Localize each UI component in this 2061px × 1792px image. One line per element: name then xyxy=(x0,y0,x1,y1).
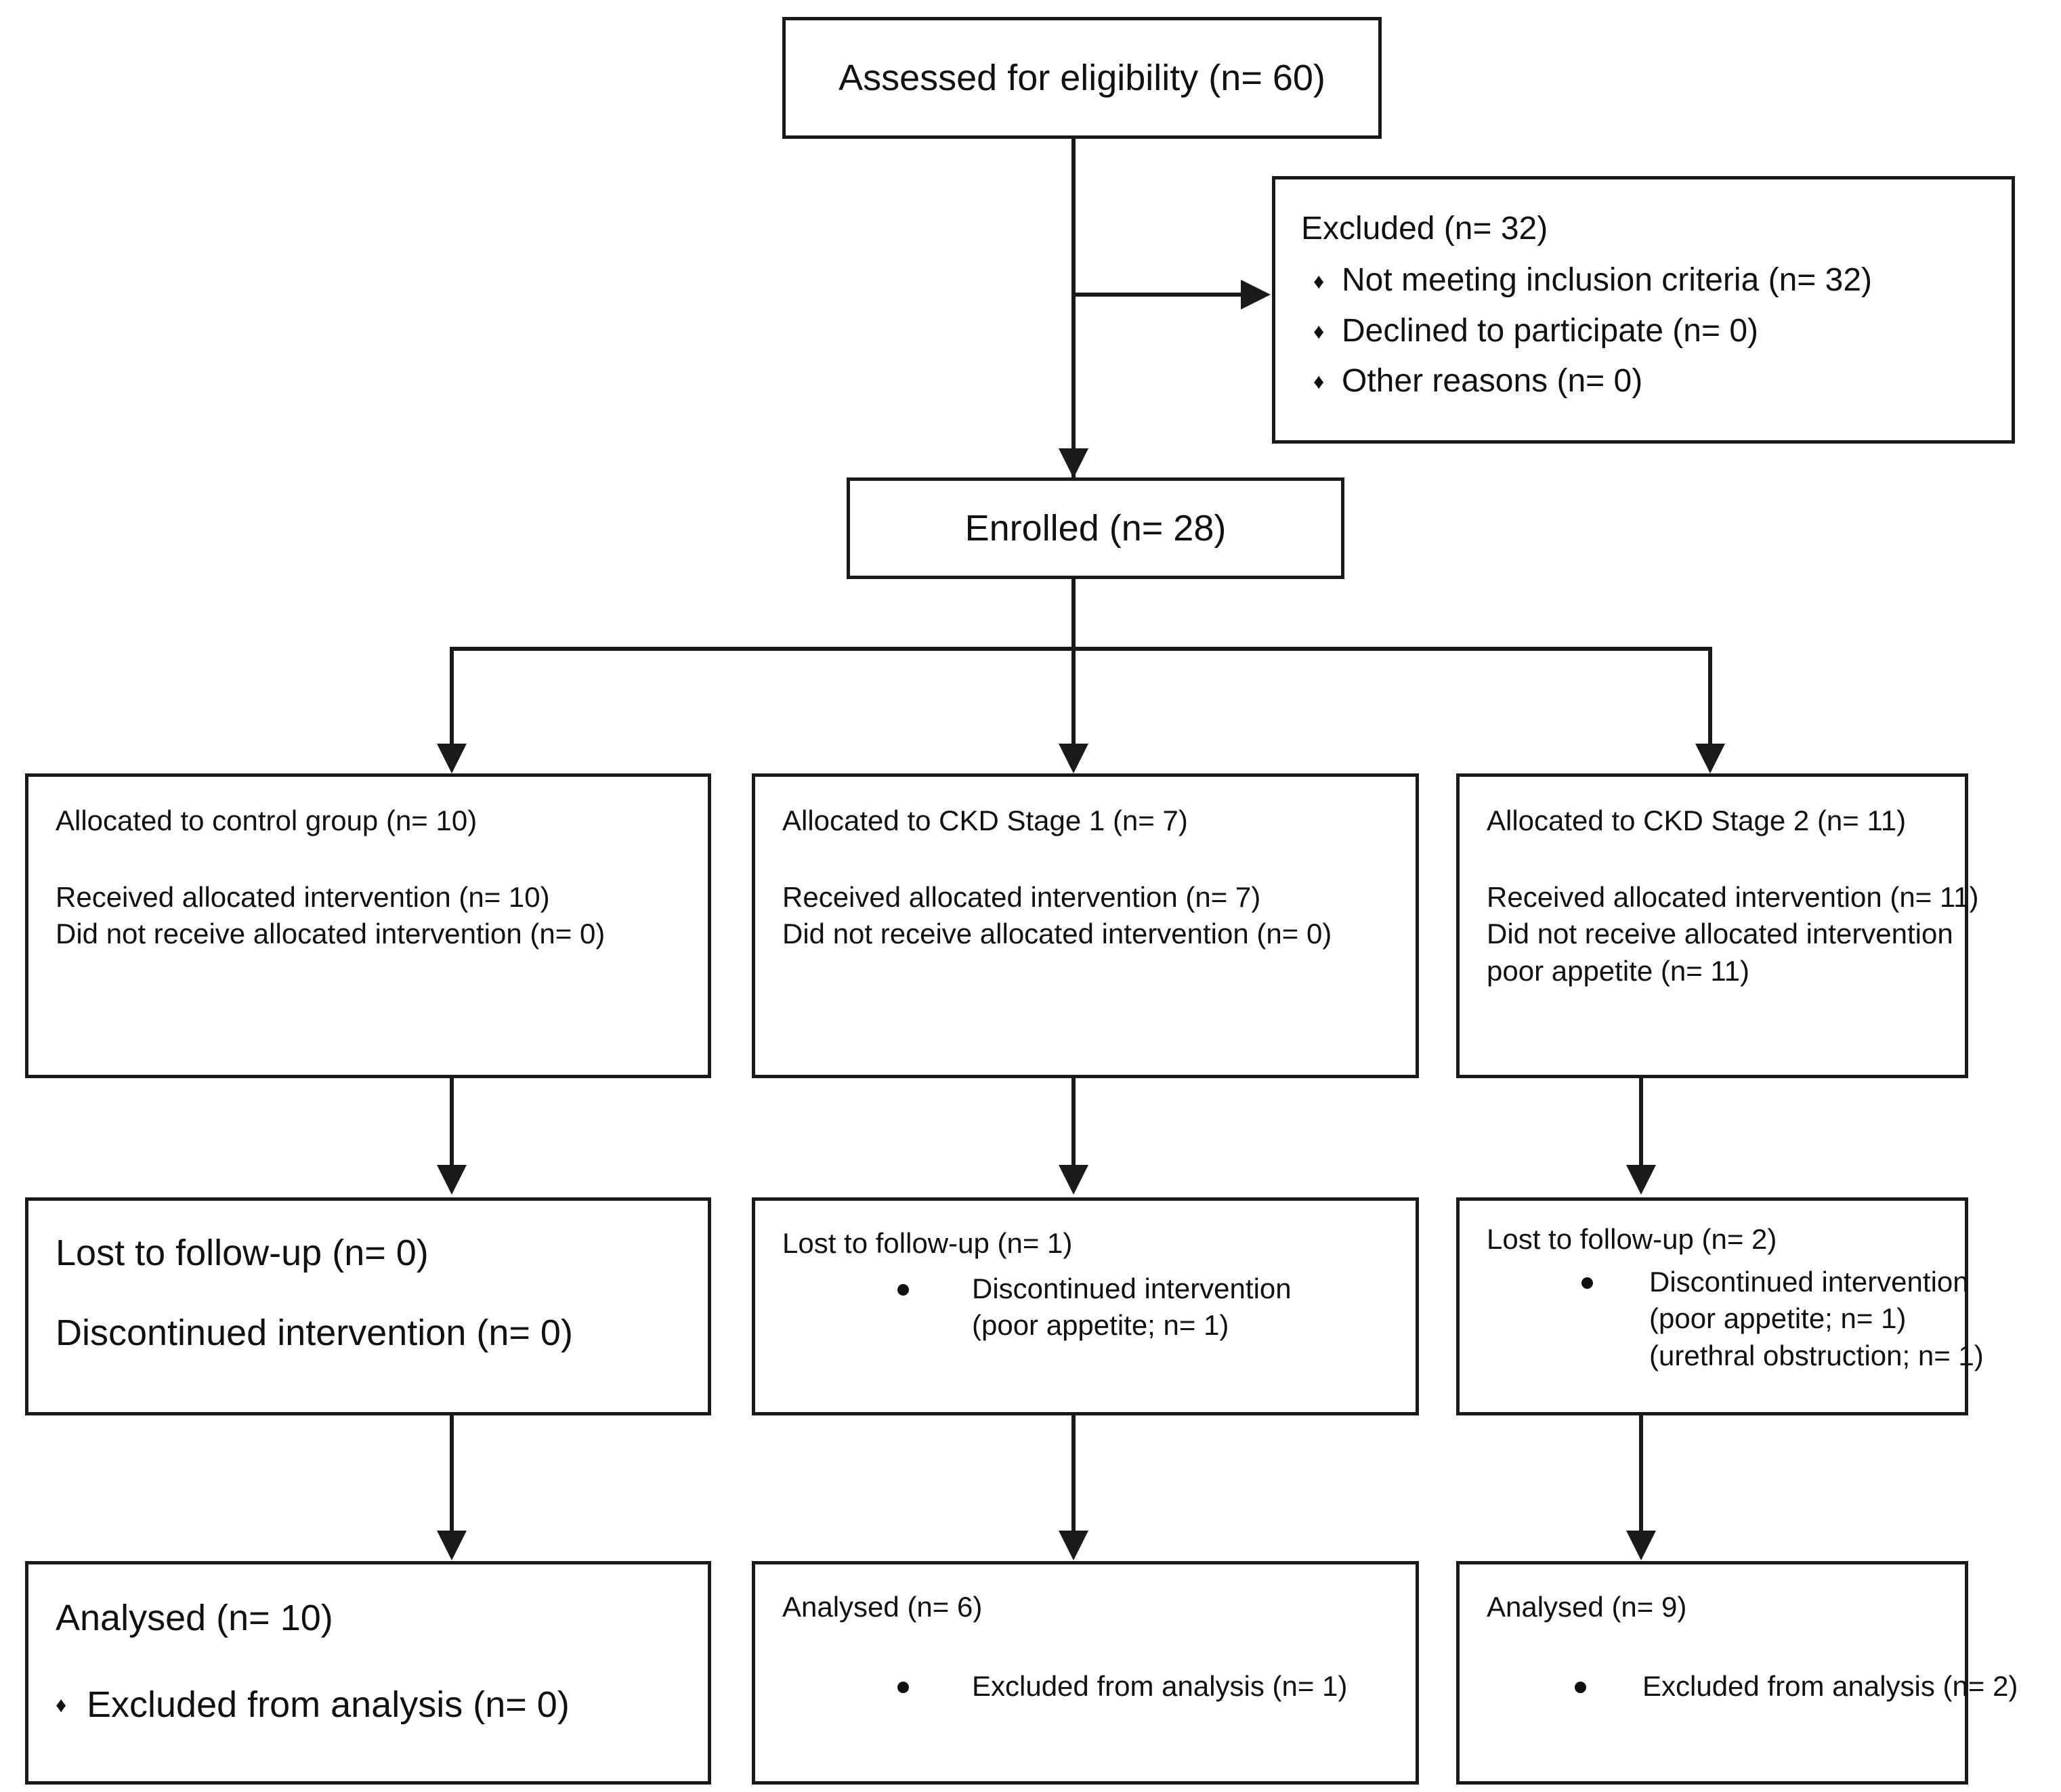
analysis-excluded-list: ♦ Excluded from analysis (n= 0) xyxy=(56,1681,708,1728)
connector-followup-to-analysis-arrow-col2 xyxy=(1059,1531,1088,1560)
analysis-excluded-item: Excluded from analysis (n= 2) xyxy=(1487,1668,2018,1705)
followup-discontinued-list: Discontinued intervention (poor appetite… xyxy=(1487,1264,1984,1375)
connector-followup-to-analysis-arrow-col3 xyxy=(1626,1531,1656,1560)
allocation-box-ckd-stage-2: Allocated to CKD Stage 2 (n= 11) Receive… xyxy=(1456,773,1979,1078)
allocation-allocated-label: Allocated to CKD Stage 2 (n= 11) xyxy=(1487,805,1907,836)
excluded-reason-label: Not meeting inclusion criteria (n= 32) xyxy=(1342,262,1873,299)
round-bullet-icon xyxy=(897,1681,909,1693)
followup-discontinued-detail: (poor appetite; n= 1) xyxy=(1649,1302,1907,1335)
analysis-analysed-label: Analysed (n= 9) xyxy=(1487,1591,1687,1623)
analysis-analysed-label: Analysed (n= 6) xyxy=(782,1591,983,1623)
allocation-not-received-label: Did not receive allocated intervention (… xyxy=(56,918,605,950)
allocation-received-label: Received allocated intervention (n= 7) xyxy=(782,880,1261,913)
enrolled-label: Enrolled (n= 28) xyxy=(964,507,1227,549)
round-bullet-icon xyxy=(1575,1681,1586,1693)
analysis-box-ckd-stage-2: Analysed (n= 9) Excluded from analysis (… xyxy=(1456,1561,2018,1785)
allocation-not-received-label: Did not receive allocated intervention xyxy=(1487,918,1953,950)
diamond-bullet-icon: ♦ xyxy=(1313,318,1325,343)
followup-box-ckd-stage-2: Lost to follow-up (n= 2) Discontinued in… xyxy=(1456,1197,1984,1415)
connector-alloc-to-followup-col1 xyxy=(450,1078,454,1166)
allocation-received-label: Received allocated intervention (n= 11) xyxy=(1487,880,1979,913)
followup-discontinued-title: Discontinued intervention xyxy=(972,1272,1292,1304)
allocation-received-label: Received allocated intervention (n= 10) xyxy=(56,880,550,913)
allocation-allocated-label: Allocated to control group (n= 10) xyxy=(56,805,477,836)
followup-discontinued-title: Discontinued intervention xyxy=(1649,1265,1969,1298)
connector-to-excluded-arrowhead xyxy=(1241,280,1271,310)
connector-alloc-to-followup-col2 xyxy=(1071,1078,1076,1166)
round-bullet-icon xyxy=(897,1283,909,1296)
followup-discontinued-list: Discontinued intervention (poor appetite… xyxy=(782,1271,1416,1344)
connector-to-excluded-horizontal xyxy=(1071,293,1241,297)
excluded-heading: Excluded (n= 32) xyxy=(1301,211,1548,247)
allocation-not-received-label: Did not receive allocated intervention (… xyxy=(782,918,1332,950)
connector-split-drop-col2 xyxy=(1071,647,1076,745)
followup-discontinued-detail: (urethral obstruction; n= 1) xyxy=(1649,1339,1984,1371)
excluded-box: Excluded (n= 32) ♦ Not meeting inclusion… xyxy=(1272,176,2015,444)
connector-alloc-to-followup-col3 xyxy=(1639,1078,1643,1166)
analysis-box-ckd-stage-1: Analysed (n= 6) Excluded from analysis (… xyxy=(752,1561,1419,1785)
connector-assessed-to-enrolled xyxy=(1071,139,1076,477)
connector-split-bar xyxy=(450,647,1712,651)
followup-discontinued-detail: (poor appetite; n= 1) xyxy=(972,1309,1229,1342)
allocation-not-received-reason-label: poor appetite (n= 11) xyxy=(1487,954,1749,987)
analysis-analysed-label: Analysed (n= 10) xyxy=(56,1598,333,1638)
connector-split-drop-col3 xyxy=(1708,647,1712,745)
diamond-bullet-icon: ♦ xyxy=(1313,369,1325,394)
connector-enrolled-stem xyxy=(1071,579,1076,650)
analysis-box-control: Analysed (n= 10) ♦ Excluded from analysi… xyxy=(25,1561,711,1785)
analysis-excluded-item: ♦ Excluded from analysis (n= 0) xyxy=(56,1681,708,1728)
connector-split-arrow-col1 xyxy=(437,744,467,773)
analysis-excluded-label: Excluded from analysis (n= 2) xyxy=(1642,1669,2018,1702)
assessed-for-eligibility-box: Assessed for eligibility (n= 60) xyxy=(782,17,1382,139)
diamond-bullet-icon: ♦ xyxy=(1313,268,1325,293)
connector-followup-to-analysis-col2 xyxy=(1071,1415,1076,1532)
followup-discontinued-label: Discontinued intervention (n= 0) xyxy=(56,1313,573,1354)
allocation-allocated-label: Allocated to CKD Stage 1 (n= 7) xyxy=(782,805,1188,836)
excluded-reason-item: ♦ Not meeting inclusion criteria (n= 32) xyxy=(1301,259,2012,301)
connector-split-arrow-col3 xyxy=(1695,744,1725,773)
allocation-box-ckd-stage-1: Allocated to CKD Stage 1 (n= 7) Received… xyxy=(752,773,1419,1078)
analysis-excluded-item: Excluded from analysis (n= 1) xyxy=(782,1668,1416,1705)
excluded-reason-list: ♦ Not meeting inclusion criteria (n= 32)… xyxy=(1301,259,2012,402)
connector-followup-to-analysis-arrow-col1 xyxy=(437,1531,467,1560)
followup-lost-label: Lost to follow-up (n= 1) xyxy=(782,1227,1073,1259)
enrolled-box: Enrolled (n= 28) xyxy=(847,477,1344,579)
connector-followup-to-analysis-col1 xyxy=(450,1415,454,1532)
diamond-bullet-icon: ♦ xyxy=(56,1692,67,1718)
connector-split-arrow-col2 xyxy=(1059,744,1088,773)
excluded-reason-item: ♦ Other reasons (n= 0) xyxy=(1301,360,2012,402)
excluded-reason-item: ♦ Declined to participate (n= 0) xyxy=(1301,310,2012,352)
followup-box-ckd-stage-1: Lost to follow-up (n= 1) Discontinued in… xyxy=(752,1197,1419,1415)
followup-discontinued-item: Discontinued intervention (poor appetite… xyxy=(782,1271,1416,1344)
analysis-excluded-list: Excluded from analysis (n= 1) xyxy=(782,1668,1416,1705)
allocation-box-control: Allocated to control group (n= 10) Recei… xyxy=(25,773,711,1078)
connector-alloc-to-followup-arrow-col2 xyxy=(1059,1165,1088,1195)
assessed-for-eligibility-label: Assessed for eligibility (n= 60) xyxy=(838,57,1325,98)
excluded-reason-label: Other reasons (n= 0) xyxy=(1342,363,1643,400)
followup-lost-label: Lost to follow-up (n= 0) xyxy=(56,1233,429,1273)
analysis-excluded-label: Excluded from analysis (n= 0) xyxy=(87,1684,570,1726)
followup-box-control: Lost to follow-up (n= 0) Discontinued in… xyxy=(25,1197,711,1415)
connector-alloc-to-followup-arrow-col1 xyxy=(437,1165,467,1195)
excluded-reason-label: Declined to participate (n= 0) xyxy=(1342,312,1758,349)
analysis-excluded-label: Excluded from analysis (n= 1) xyxy=(972,1669,1348,1702)
analysis-excluded-list: Excluded from analysis (n= 2) xyxy=(1487,1668,2018,1705)
connector-alloc-to-followup-arrow-col3 xyxy=(1626,1165,1656,1195)
connector-followup-to-analysis-col3 xyxy=(1639,1415,1643,1532)
followup-discontinued-item: Discontinued intervention (poor appetite… xyxy=(1487,1264,1984,1375)
round-bullet-icon xyxy=(1581,1277,1593,1289)
connector-split-drop-col1 xyxy=(450,647,454,745)
followup-lost-label: Lost to follow-up (n= 2) xyxy=(1487,1223,1777,1255)
connector-enrolled-arrowhead xyxy=(1059,448,1088,478)
